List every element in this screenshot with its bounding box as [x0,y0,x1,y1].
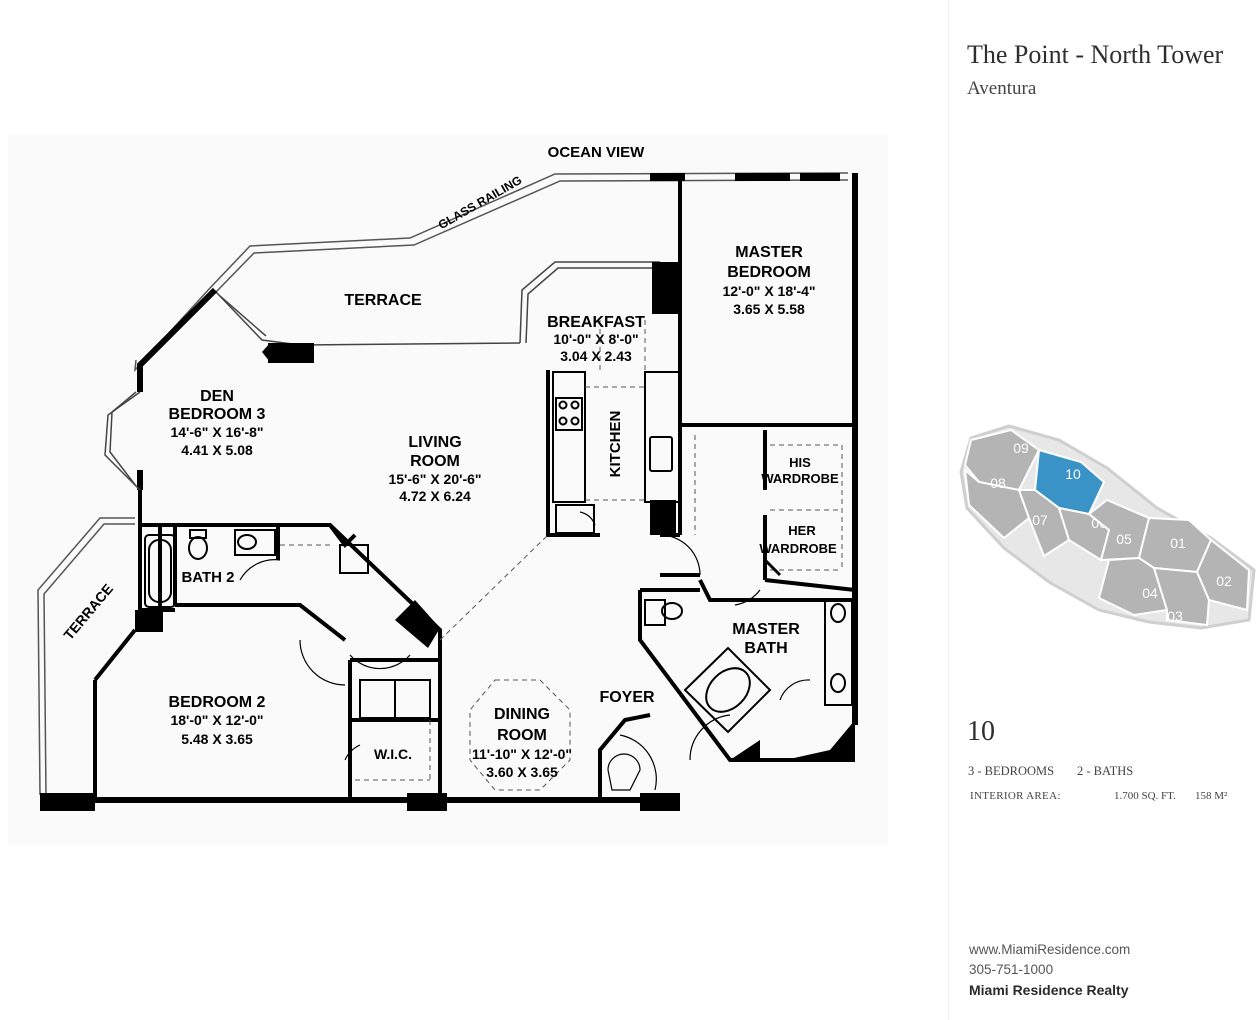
living-room-dims-ft: 15'-6" X 20'-6" [388,471,481,487]
living-room-name2: ROOM [410,453,460,470]
dining-room-name2: ROOM [497,727,547,744]
dining-table [469,679,571,791]
interior-area-sqft: 1.700 SQ. FT. [1114,790,1176,802]
room-labels: OCEAN VIEW GLASS RAILING TERRACE TERRACE… [60,144,839,780]
interior-area-label: INTERIOR AREA: [970,790,1061,802]
glass-railing-left [37,517,135,796]
kitchen-label: KITCHEN [607,411,624,478]
his-wardrobe-name2: WARDROBE [761,471,839,486]
master-bedroom-name2: BEDROOM [727,264,811,281]
wic-label: W.I.C. [374,746,412,762]
key-plan-unit-02 [1195,538,1251,612]
her-wardrobe-name: HER [788,523,816,538]
dining-room-dims-m: 3.60 X 3.65 [486,764,558,780]
phone-number[interactable]: 305-751-1000 [969,962,1054,977]
den-name2: BEDROOM 3 [169,406,266,423]
bedroom2-name: BEDROOM 2 [169,694,266,711]
her-wardrobe-name2: WARDROBE [759,541,837,556]
master-bath-name: MASTER [732,621,800,638]
master-bath-name2: BATH [744,640,787,657]
bedroom2-dims-m: 5.48 X 3.65 [181,731,253,747]
website-link[interactable]: www.MiamiResidence.com [969,942,1131,957]
key-plan-unit-label-07: 07 [1032,512,1048,528]
key-plan-unit-label-05: 05 [1116,531,1132,547]
building-location: Aventura [967,78,1037,99]
den-name: DEN [200,388,234,405]
building-title: The Point - North Tower [967,40,1224,69]
bedroom2-dims-ft: 18'-0" X 12'-0" [170,712,263,728]
bath2-label: BATH 2 [181,569,234,586]
key-plan-unit-label-10: 10 [1065,466,1081,482]
bedrooms-count: 3 - BEDROOMS [968,764,1055,778]
key-plan-unit-label-03: 03 [1167,608,1183,624]
master-bedroom-dims-ft: 12'-0" X 18'-4" [722,283,815,299]
baths-count: 2 - BATHS [1077,764,1134,778]
den-dims-ft: 14'-6" X 16'-8" [170,424,263,440]
floor-plan: OCEAN VIEW GLASS RAILING TERRACE TERRACE… [37,144,858,811]
terrace-top-label: TERRACE [344,292,422,309]
unit-number: 10 [967,716,995,747]
breakfast-name: BREAKFAST [547,314,645,331]
his-wardrobe-name: HIS [789,455,811,470]
company-name: Miami Residence Realty [969,982,1129,998]
foyer-label: FOYER [599,689,655,706]
interior-area-m2: 158 M² [1195,790,1228,802]
key-plan-unit-label-02: 02 [1216,573,1232,589]
breakfast-dims-ft: 10'-0" X 8'-0" [553,331,638,347]
living-room-name: LIVING [408,434,461,451]
info-panel: The Point - North Tower Aventura 09 10 08 0… [948,0,1256,1020]
den-dims-m: 4.41 X 5.08 [181,442,253,458]
living-room-dims-m: 4.72 X 6.24 [399,488,471,504]
dining-room-dims-ft: 11'-10" X 12'-0" [472,746,572,762]
key-plan-unit-label-09: 09 [1013,440,1029,456]
key-plan-unit-label-01: 01 [1170,535,1186,551]
ocean-view-label: OCEAN VIEW [548,144,646,161]
master-bedroom-name: MASTER [735,244,803,261]
key-plan-unit-03 [1152,566,1211,627]
breakfast-dims-m: 3.04 X 2.43 [560,348,632,364]
dining-room-name: DINING [494,706,550,723]
floor-plan-drawing: OCEAN VIEW GLASS RAILING TERRACE TERRACE… [37,144,858,811]
key-plan: 09100807060501020403 [949,410,1256,640]
key-plan-unit-label-08: 08 [990,475,1006,491]
key-plan-unit-label-04: 04 [1142,585,1158,601]
master-bedroom-dims-m: 3.65 X 5.58 [733,301,805,317]
